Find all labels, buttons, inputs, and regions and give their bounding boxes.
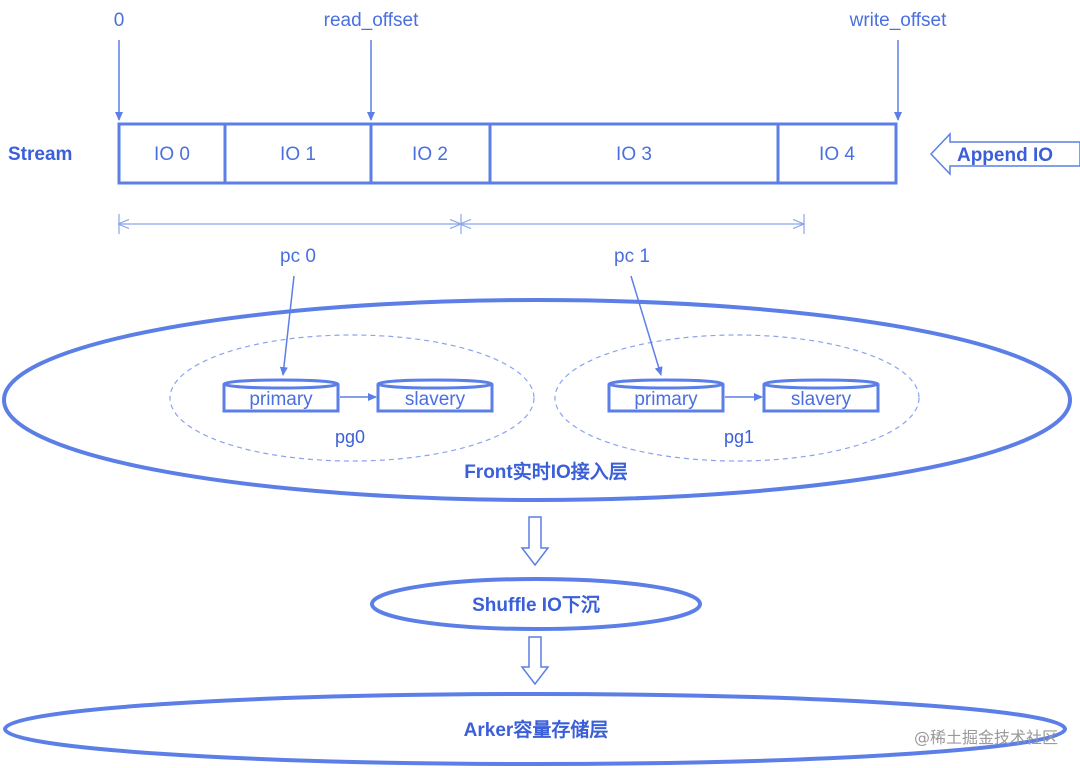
cylinder-top — [607, 378, 725, 390]
pc1-to-primary-arrow — [630, 275, 663, 376]
arker-layer-label: Arker容量存储层 — [464, 718, 609, 741]
shuffle-layer-ellipse — [370, 577, 702, 631]
pg0-slave-node: slavery — [376, 378, 494, 413]
pg0-slave-label: slavery — [405, 389, 466, 410]
stream-segment-io3: IO 3 — [616, 144, 652, 165]
pc0-to-primary-arrow — [279, 275, 295, 376]
stream-segment-io2: IO 2 — [412, 144, 448, 165]
front-layer-ellipse — [2, 298, 1072, 502]
cylinder-body — [376, 384, 494, 413]
stream-segment-io4: IO 4 — [819, 144, 855, 165]
pg0-group: primary slavery pg0 — [169, 334, 535, 462]
pg1-primary-node: primary — [607, 378, 725, 413]
stream-bar: IO 0 IO 1 IO 2 IO 3 IO 4 — [117, 122, 898, 185]
append-io-arrow: Append IO — [929, 132, 1080, 176]
pc1-label: pc 1 — [614, 246, 650, 267]
append-io-label: Append IO — [957, 145, 1053, 166]
pg1-primary-label: primary — [634, 389, 698, 410]
pg1-group: primary slavery pg1 — [554, 334, 920, 462]
down-arrow-shuffle-to-arker — [520, 636, 550, 686]
offset-start-label: 0 — [114, 10, 125, 31]
append-io-arrow-shape — [929, 132, 1080, 176]
cylinder-body — [222, 384, 340, 413]
stream-segment-io0: IO 0 — [154, 144, 190, 165]
pg0-primary-label: primary — [249, 389, 313, 410]
pg0-label: pg0 — [335, 427, 365, 447]
cylinder-body — [762, 384, 880, 413]
pg0-boundary — [169, 334, 535, 462]
cylinder-body — [607, 384, 725, 413]
write-offset-label: write_offset — [849, 10, 948, 31]
stream-label: Stream — [8, 144, 72, 165]
pg1-slave-label: slavery — [791, 389, 852, 410]
front-layer-label: Front实时IO接入层 — [464, 460, 628, 483]
pg1-label: pg1 — [724, 427, 754, 447]
pg0-primary-node: primary — [222, 378, 340, 413]
shuffle-layer-label: Shuffle IO下沉 — [472, 594, 600, 616]
cylinder-top — [222, 378, 340, 390]
stream-bar-outline — [117, 122, 898, 185]
arker-layer-ellipse — [3, 692, 1067, 766]
pg1-boundary — [554, 334, 920, 462]
cylinder-top — [376, 378, 494, 390]
read-offset-label: read_offset — [324, 10, 419, 31]
stream-segment-io1: IO 1 — [280, 144, 316, 165]
watermark-text: @稀土掘金技术社区 — [914, 728, 1058, 747]
pg1-slave-node: slavery — [762, 378, 880, 413]
cylinder-top — [762, 378, 880, 390]
down-arrow-front-to-shuffle — [520, 516, 550, 567]
pc0-label: pc 0 — [280, 246, 316, 267]
